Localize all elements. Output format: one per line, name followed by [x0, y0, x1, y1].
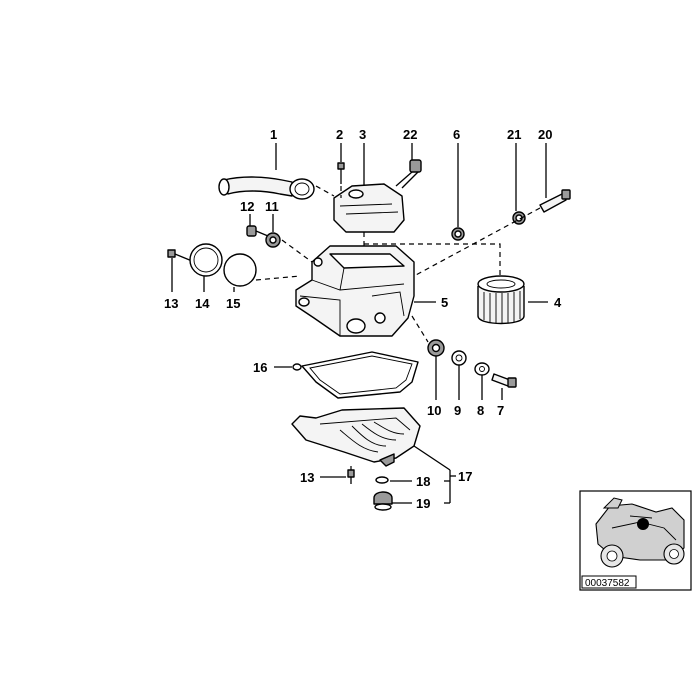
callout-11: 11: [265, 199, 279, 214]
callout-3: 3: [359, 127, 366, 142]
inset-thumbnail: 00037582: [579, 490, 692, 591]
callout-12: 12: [240, 199, 254, 214]
leader-lines: [171, 143, 548, 504]
part-washer-8: [474, 362, 490, 376]
part-spacer-9: [451, 350, 467, 366]
motorcycle-icon: [595, 497, 685, 568]
part-screw-2: [337, 162, 345, 184]
part-housing-5: [295, 245, 415, 337]
callout-9: 9: [454, 403, 461, 418]
part-screw-13-bottom: [347, 469, 355, 484]
inset-reference-number: 00037582: [585, 578, 630, 589]
callout-7: 7: [497, 403, 504, 418]
callout-15: 15: [226, 296, 240, 311]
callout-22: 22: [403, 127, 417, 142]
callout-16: 16: [253, 360, 267, 375]
callout-6: 6: [453, 127, 460, 142]
callout-4: 4: [554, 295, 562, 310]
part-oring-18: [375, 476, 389, 484]
callout-8: 8: [477, 403, 484, 418]
part-grommet-10: [427, 339, 445, 357]
location-marker-icon: [637, 518, 649, 530]
callout-14: 14: [195, 296, 210, 311]
callouts: 1 2 3 22 6 21 20 12 11 13 14 15 5 4 16 1…: [164, 127, 562, 511]
part-stud-20: [539, 189, 571, 213]
callout-2: 2: [336, 127, 343, 142]
part-bushing-11: [265, 232, 281, 248]
part-bolt-12: [246, 225, 269, 237]
callout-13-top: 13: [164, 296, 178, 311]
part-sensor: [395, 159, 422, 189]
callout-19: 19: [416, 496, 430, 511]
part-screw-13-top: [167, 249, 193, 262]
part-air-filter: [477, 275, 525, 325]
part-bolt-7: [491, 373, 517, 388]
callout-18: 18: [416, 474, 430, 489]
part-gasket-16: [292, 351, 419, 399]
assembly-lines: [255, 185, 541, 470]
part-grommet-21: [512, 211, 526, 225]
callout-10: 10: [427, 403, 441, 418]
part-disc-15: [223, 253, 257, 287]
callout-1: 1: [270, 127, 277, 142]
part-grommet-6: [451, 227, 465, 241]
part-intake-hose: [218, 176, 315, 200]
part-cover: [333, 183, 405, 233]
part-lower-box-17: [291, 407, 421, 467]
callout-5: 5: [441, 295, 448, 310]
callout-13-bottom: 13: [300, 470, 314, 485]
part-plug-19: [373, 491, 393, 511]
callout-20: 20: [538, 127, 552, 142]
part-clamp-14: [189, 243, 223, 277]
callout-21: 21: [507, 127, 521, 142]
callout-17: 17: [458, 469, 472, 484]
